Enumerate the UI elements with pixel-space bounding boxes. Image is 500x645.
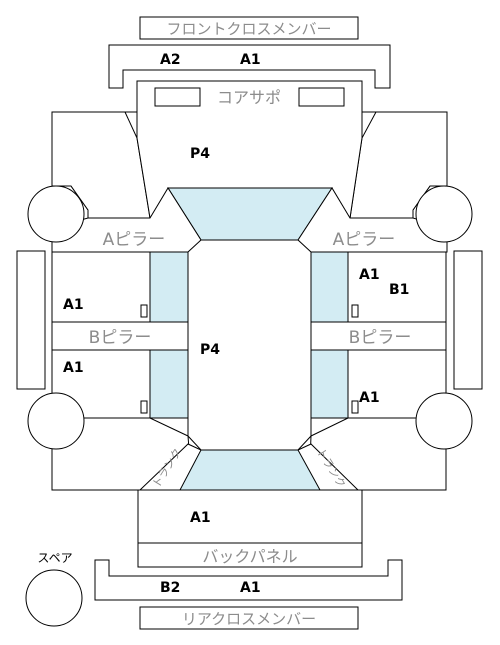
right-rear-door-handle xyxy=(351,400,359,414)
b-pillar-right xyxy=(310,321,447,351)
front-bumper xyxy=(108,44,391,89)
front-right-wheel xyxy=(415,185,473,243)
left-rear-door-mark-a1: A1 xyxy=(63,360,84,376)
rear-window xyxy=(179,449,321,491)
left-front-window xyxy=(149,251,189,323)
front-cross-member-label: フロントクロスメンバー xyxy=(166,20,331,38)
a-pillar-right-label: Aピラー xyxy=(333,230,396,250)
right-front-window xyxy=(310,251,349,323)
left-front-door-handle xyxy=(140,304,148,318)
b-pillar-left xyxy=(51,321,190,351)
left-rear-door-handle xyxy=(140,400,148,414)
front-left-wheel xyxy=(27,185,85,243)
b-pillar-left-label: Bピラー xyxy=(89,328,152,348)
right-rear-window xyxy=(310,349,349,419)
rear-bumper-mark-a1: A1 xyxy=(240,580,261,596)
right-rear-door-mark-a1: A1 xyxy=(359,390,380,406)
trunk-mark-a1: A1 xyxy=(190,510,211,526)
left-rocker-panel xyxy=(16,250,46,390)
core-support-right-box xyxy=(298,87,345,107)
rear-cross-member-box xyxy=(139,606,359,630)
right-front-door-handle xyxy=(351,304,359,318)
left-rear-window xyxy=(149,349,189,419)
right-front-door-mark-a1: A1 xyxy=(359,267,380,283)
rear-right-wheel xyxy=(415,392,473,450)
rear-bumper xyxy=(94,559,403,601)
core-support-left-box xyxy=(154,87,201,107)
trunk-lid xyxy=(137,489,363,544)
a-pillar-left-label: Aピラー xyxy=(103,230,166,250)
hood-mark-p4: P4 xyxy=(190,146,210,162)
core-support-label: コアサポ xyxy=(217,88,281,107)
left-front-door-mark-a1: A1 xyxy=(63,297,84,313)
back-panel-label: バックパネル xyxy=(202,547,297,566)
b-pillar-right-label: Bピラー xyxy=(349,328,412,348)
front-bumper-mark-a2: A2 xyxy=(160,52,181,68)
rear-cross-member-label: リアクロスメンバー xyxy=(182,610,316,628)
right-front-door-mark-b1: B1 xyxy=(389,282,409,298)
rear-bumper-mark-b2: B2 xyxy=(160,580,180,596)
right-rocker-panel xyxy=(453,250,483,390)
back-panel xyxy=(137,542,363,568)
front-cross-member-box xyxy=(139,16,359,40)
roof-mark-p4: P4 xyxy=(200,342,220,358)
rear-left-wheel xyxy=(27,392,85,450)
front-bumper-mark-a1: A1 xyxy=(240,52,261,68)
spare-tire xyxy=(25,569,83,627)
left-front-door xyxy=(51,251,151,323)
spare-label: スペア xyxy=(37,551,72,565)
